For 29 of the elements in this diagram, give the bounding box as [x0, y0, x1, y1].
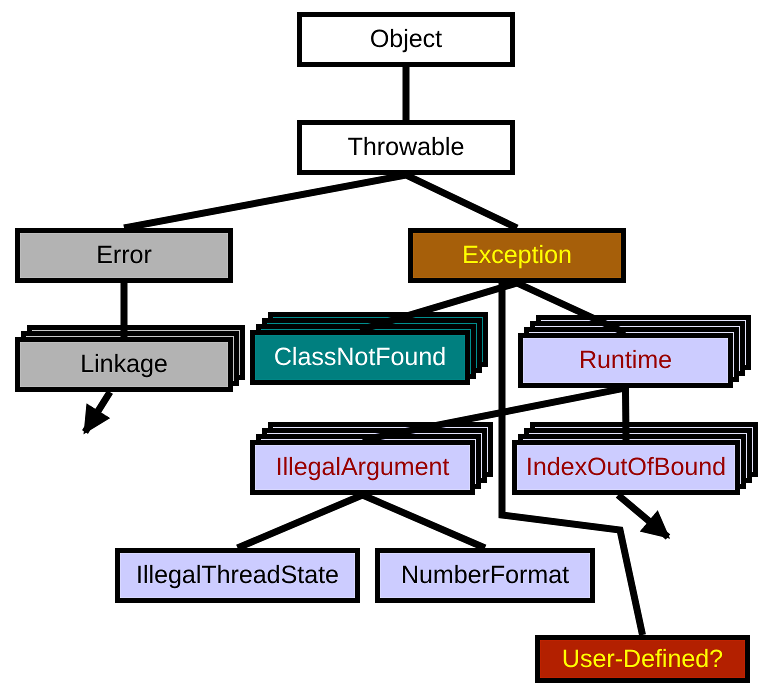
class-name: ClassNotFound	[274, 343, 446, 372]
connector-line	[120, 283, 128, 337]
connector-line	[498, 283, 646, 636]
class-box	[15, 228, 233, 283]
class-box	[375, 548, 595, 603]
class-name: IllegalThreadState	[136, 561, 339, 590]
class-box	[250, 330, 470, 385]
class-name: User-Defined?	[562, 644, 724, 674]
class-name: IndexOutOfBound	[526, 453, 726, 482]
connector-line	[622, 388, 630, 440]
class-name: NumberFormat	[400, 561, 570, 590]
class-name: Exception	[462, 241, 572, 270]
class-box	[297, 120, 515, 175]
class-name: Runtime	[578, 346, 672, 375]
class-box	[512, 440, 740, 495]
class-box	[535, 635, 750, 683]
connector-line	[402, 67, 410, 120]
class-name: IllegalArgument	[276, 453, 450, 482]
class-name: Object	[370, 25, 442, 54]
class-name: Error	[96, 241, 152, 270]
class-name: Throwable	[348, 133, 464, 162]
class-box	[15, 337, 233, 392]
class-box	[408, 228, 626, 283]
class-name: Linkage	[80, 350, 168, 379]
class-box	[115, 548, 360, 603]
class-box	[250, 440, 475, 495]
class-box	[297, 12, 515, 67]
class-box	[518, 333, 733, 388]
arrow	[82, 390, 113, 434]
